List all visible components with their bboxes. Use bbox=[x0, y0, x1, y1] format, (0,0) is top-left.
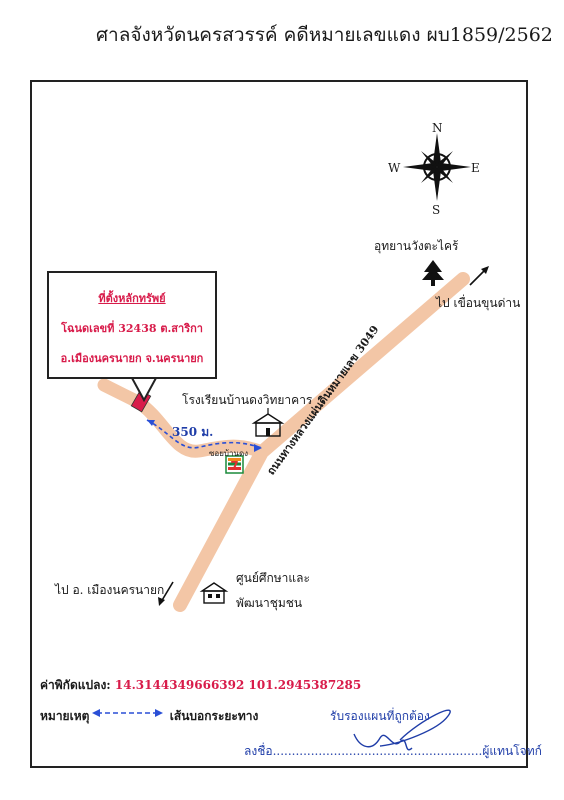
certify-label: รับรองแผนที่ถูกต้อง bbox=[330, 709, 430, 723]
compass-west-label: W bbox=[388, 161, 401, 175]
property-callout: ที่ตั้งหลักทรัพย์ โฉนดเลขที่ 32438 ต.สาร… bbox=[47, 271, 217, 379]
compass-south-label: S bbox=[432, 203, 441, 217]
callout-district: อ.เมืองนครนายก จ.นครนายก bbox=[60, 352, 204, 365]
callout-title: ที่ตั้งหลักทรัพย์ bbox=[98, 292, 166, 305]
seven-eleven-icon: 7 bbox=[225, 455, 244, 474]
compass-rose-icon bbox=[403, 133, 471, 201]
coords-value: 14.3144349666392 101.2945387285 bbox=[114, 678, 362, 692]
legend: หมายเหตุ เส้นบอกระยะทาง bbox=[40, 707, 258, 726]
tree-icon bbox=[422, 260, 444, 286]
city-direction-label: ไป อ. เมืองนครนายก bbox=[55, 583, 165, 597]
sign-prefix: ลงชื่อ..................................… bbox=[244, 744, 483, 758]
coordinates: ค่าพิกัดแปลง: 14.3144349666392 101.29453… bbox=[40, 676, 361, 695]
compass-north-label: N bbox=[432, 121, 443, 135]
coords-label: ค่าพิกัดแปลง: bbox=[40, 678, 111, 692]
signature-scribble bbox=[353, 709, 451, 751]
community-center-label-line2: พัฒนาชุมชน bbox=[236, 596, 303, 610]
map-frame bbox=[30, 80, 528, 768]
school-label: โรงเรียนบ้านดงวิทยาคาร bbox=[182, 393, 313, 407]
distance-label: 350 ม. bbox=[172, 425, 214, 439]
compass-east-label: E bbox=[471, 161, 480, 175]
school-icon bbox=[251, 408, 285, 437]
arrow-icon bbox=[160, 581, 174, 603]
legend-text: เส้นบอกระยะทาง bbox=[169, 709, 259, 723]
page-title: ศาลจังหวัดนครสวรรค์ คดีหมายเลขแดง ผบ1859… bbox=[96, 24, 553, 46]
alley-label: ซอยบ้านดง bbox=[209, 449, 249, 458]
legend-arrow-icon bbox=[92, 709, 163, 717]
community-center-label-line1: ศูนย์ศึกษาและ bbox=[236, 571, 310, 585]
sign-suffix: ผู้แทนโจทก์ bbox=[482, 744, 542, 758]
community-center-icon bbox=[199, 582, 229, 604]
alley-road bbox=[97, 378, 269, 459]
legend-label: หมายเหตุ bbox=[40, 709, 90, 723]
svg-text:7: 7 bbox=[230, 459, 238, 473]
callout-deed: โฉนดเลขที่ 32438 ต.สาริกา bbox=[61, 322, 203, 335]
signature-line: ลงชื่อ..................................… bbox=[244, 742, 542, 761]
park-label: อุทยานวังตะไคร้ bbox=[374, 239, 459, 253]
dam-direction-label: ไป เขื่อนขุนด่าน bbox=[436, 296, 521, 310]
